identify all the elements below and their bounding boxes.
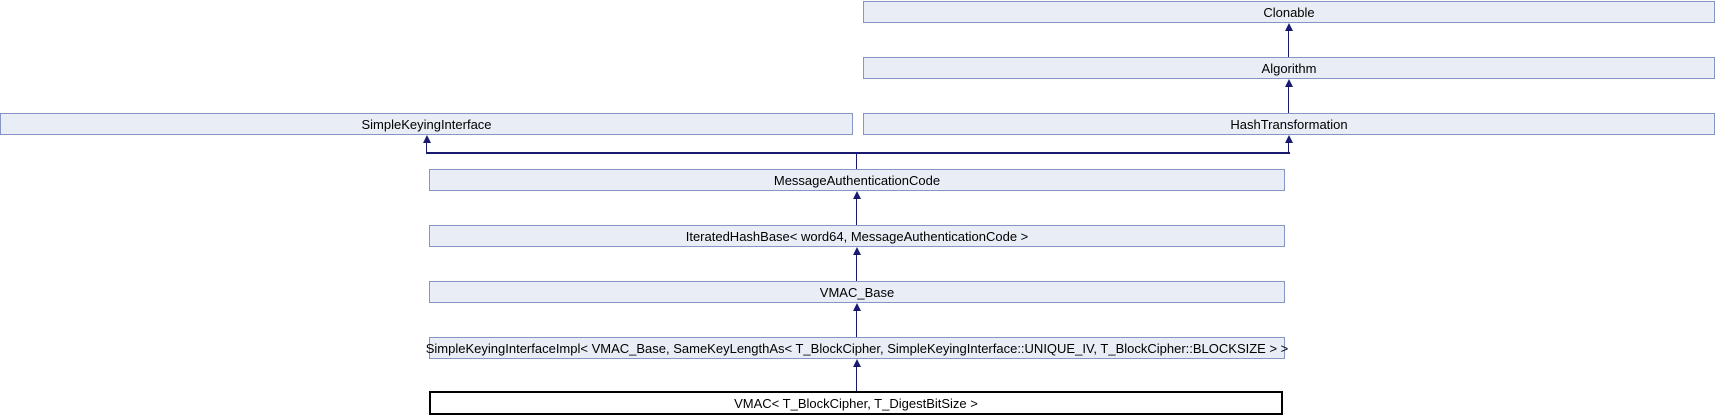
class-node-simple-keying-interface[interactable]: SimpleKeyingInterface (0, 113, 853, 135)
inheritance-edge-segment (856, 366, 857, 391)
inheritance-edge-segment (1288, 30, 1289, 57)
inheritance-edge-segment (856, 198, 857, 225)
class-node-iterated-hash-base[interactable]: IteratedHashBase< word64, MessageAuthent… (429, 225, 1285, 247)
arrowhead-up-icon (853, 303, 861, 311)
inheritance-edge-segment (856, 310, 857, 337)
arrowhead-up-icon (853, 359, 861, 367)
class-node-message-authentication-code[interactable]: MessageAuthenticationCode (429, 169, 1285, 191)
inheritance-edge-segment (856, 254, 857, 281)
class-node-algorithm[interactable]: Algorithm (863, 57, 1715, 79)
inheritance-edge-segment (1288, 142, 1289, 153)
inheritance-edge-segment (426, 142, 427, 153)
arrowhead-up-icon (1285, 23, 1293, 31)
class-node-hash-transformation[interactable]: HashTransformation (863, 113, 1715, 135)
inheritance-edge-segment (856, 154, 857, 169)
arrowhead-up-icon (853, 247, 861, 255)
arrowhead-up-icon (1285, 135, 1293, 143)
class-node-vmac-base[interactable]: VMAC_Base (429, 281, 1285, 303)
inheritance-edge-segment (426, 152, 1290, 154)
arrowhead-up-icon (853, 191, 861, 199)
inheritance-edge-segment (1288, 86, 1289, 113)
class-node-clonable[interactable]: Clonable (863, 1, 1715, 23)
arrowhead-up-icon (423, 135, 431, 143)
arrowhead-up-icon (1285, 79, 1293, 87)
class-node-vmac-target: VMAC< T_BlockCipher, T_DigestBitSize > (429, 391, 1283, 415)
class-node-simple-keying-interface-impl[interactable]: SimpleKeyingInterfaceImpl< VMAC_Base, Sa… (426, 337, 1288, 359)
